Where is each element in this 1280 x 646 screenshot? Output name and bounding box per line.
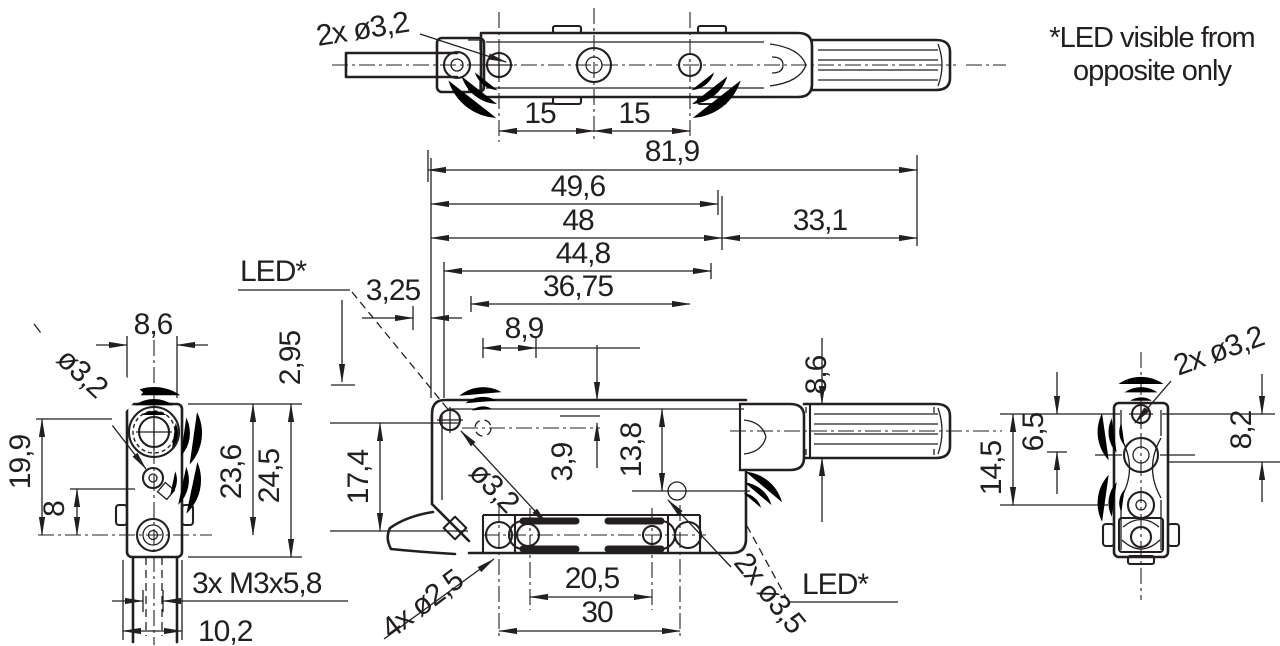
dim-19-9: 19,9 bbox=[4, 434, 37, 489]
wave-arcs-top-right bbox=[678, 62, 747, 126]
dim-pitch-left: 15 bbox=[524, 97, 556, 130]
dim-33-1: 33,1 bbox=[793, 204, 848, 237]
dim-left-width: 8,6 bbox=[134, 308, 173, 341]
top-holes-label: 2x ø3,2 bbox=[314, 6, 411, 53]
dim-17-4: 17,4 bbox=[342, 449, 375, 504]
dim-20-5: 20,5 bbox=[565, 562, 620, 595]
cable-exit bbox=[386, 510, 457, 556]
right-end-view: 2x ø3,2 14,5 6,5 8,2 bbox=[975, 320, 1280, 600]
cable-stem bbox=[131, 555, 179, 644]
leader-top-holes bbox=[419, 33, 507, 63]
leader-right-holes bbox=[1134, 380, 1172, 424]
mounting-slots bbox=[519, 517, 665, 553]
dim-36-75: 36,75 bbox=[543, 270, 613, 303]
dim-thread: 3x M3x5,8 bbox=[192, 567, 322, 600]
left-end-view: 8,6 ø3,2 19,9 8 23,6 24,5 bbox=[4, 308, 348, 646]
dim-barrel-8-6: 8,6 bbox=[800, 355, 833, 394]
dim-3-25: 3,25 bbox=[366, 274, 421, 307]
dim-13-8: 13,8 bbox=[615, 422, 648, 477]
wave-arcs-top-left bbox=[442, 62, 511, 126]
top-view: 2x ø3,2 15 15 bbox=[314, 6, 1006, 142]
dim-10-2: 10,2 bbox=[198, 615, 253, 646]
led-label-bottom: LED* bbox=[802, 568, 869, 601]
dim-49-6: 49,6 bbox=[551, 170, 606, 203]
left-hole-label: ø3,2 bbox=[25, 313, 144, 428]
led-label-top: LED* bbox=[240, 255, 307, 288]
dim-44-8: 44,8 bbox=[556, 237, 611, 270]
dim-6-5: 6,5 bbox=[1017, 412, 1050, 451]
dim-8-2: 8,2 bbox=[1225, 410, 1258, 449]
note-line-2: opposite only bbox=[1073, 55, 1232, 87]
dim-right-holes: 2x ø3,2 bbox=[1169, 320, 1268, 383]
dim-8-9: 8,9 bbox=[505, 312, 544, 345]
dim-hole-3-2: ø3,2 bbox=[463, 456, 526, 519]
dim-2-95: 2,95 bbox=[274, 330, 307, 385]
centerlines-top-vertical bbox=[498, 8, 691, 142]
dim-30: 30 bbox=[581, 596, 613, 629]
led-hole-front bbox=[141, 466, 165, 490]
dim-14-5: 14,5 bbox=[975, 440, 1008, 495]
dim-pitch-right: 15 bbox=[618, 97, 650, 130]
wave-arcs-left-right2 bbox=[167, 457, 206, 516]
dim-48: 48 bbox=[562, 204, 594, 237]
dim-slot-holes: 4x ø2,5 bbox=[375, 563, 469, 646]
dim-24-5: 24,5 bbox=[253, 448, 286, 503]
dim-23-6: 23,6 bbox=[215, 444, 248, 499]
length-dimensions: 81,9 49,6 48 33,1 44,8 36,75 8,9 3,25 2,… bbox=[238, 135, 918, 414]
dim-3-9: 3,9 bbox=[546, 442, 579, 481]
led-note: *LED visible from opposite only bbox=[1049, 22, 1255, 87]
note-line-1: *LED visible from bbox=[1049, 22, 1254, 54]
dim-led-holes: 2x ø3,5 bbox=[727, 546, 811, 639]
wave-arcs-side-top bbox=[458, 385, 503, 412]
dim-8: 8 bbox=[38, 501, 71, 517]
dim-total-length: 81,9 bbox=[645, 135, 700, 168]
